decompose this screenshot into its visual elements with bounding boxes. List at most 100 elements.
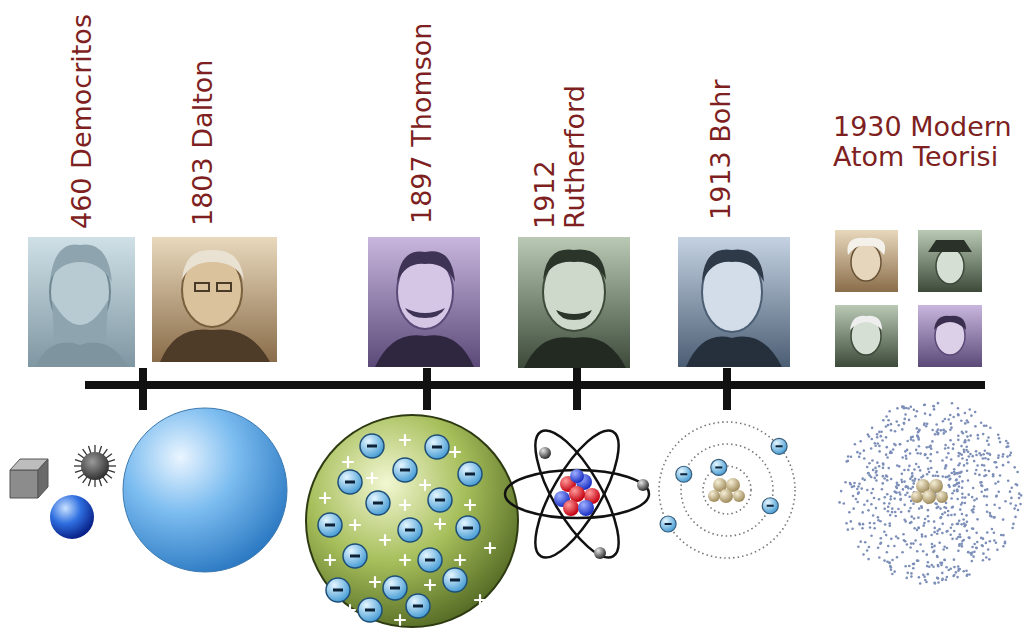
cloud-dot bbox=[973, 543, 976, 546]
minus-sign bbox=[390, 587, 400, 590]
cloud-dot bbox=[945, 578, 948, 581]
cloud-dot bbox=[894, 430, 897, 433]
cloud-dot bbox=[919, 469, 922, 472]
cloud-dot bbox=[908, 565, 911, 568]
cloud-dot bbox=[924, 454, 927, 457]
cloud-dot bbox=[856, 501, 859, 504]
cloud-dot bbox=[885, 436, 888, 439]
cloud-dot bbox=[908, 419, 911, 422]
cloud-dot bbox=[1009, 490, 1012, 493]
minus-sign bbox=[367, 445, 377, 448]
cloud-dot bbox=[925, 446, 928, 449]
cloud-dot bbox=[982, 457, 985, 460]
cloud-dot bbox=[899, 443, 902, 446]
cloud-dot bbox=[931, 429, 934, 432]
cloud-dot bbox=[996, 548, 999, 551]
electron bbox=[425, 435, 449, 459]
cloud-dot bbox=[936, 555, 939, 558]
cloud-dot bbox=[964, 441, 967, 444]
cloud-dot bbox=[955, 571, 958, 574]
cloud-dot bbox=[849, 482, 852, 485]
cloud-dot bbox=[977, 437, 980, 440]
cloud-dot bbox=[857, 546, 860, 549]
cloud-dot bbox=[867, 558, 870, 561]
cloud-dot bbox=[878, 556, 881, 559]
cloud-dot bbox=[938, 528, 941, 531]
cloud-dot bbox=[941, 459, 944, 462]
cloud-dot bbox=[878, 498, 881, 501]
cloud-dot bbox=[986, 452, 989, 455]
cloud-dot bbox=[966, 529, 969, 532]
cloud-dot bbox=[927, 468, 930, 471]
cloud-dot bbox=[961, 540, 964, 543]
modern-nucleus bbox=[911, 479, 948, 504]
cloud-dot bbox=[1002, 464, 1005, 467]
cloud-dot bbox=[861, 527, 864, 530]
cloud-dot bbox=[949, 439, 952, 442]
cloud-dot bbox=[984, 489, 987, 492]
cloud-dot bbox=[870, 447, 873, 450]
cloud-dot bbox=[914, 415, 917, 418]
cloud-dot bbox=[982, 433, 985, 436]
cloud-dot bbox=[901, 456, 904, 459]
cloud-dot bbox=[873, 477, 876, 480]
year-label: 1913 Bohr bbox=[706, 40, 736, 220]
cloud-dot bbox=[916, 410, 919, 413]
cloud-dot bbox=[927, 520, 930, 523]
electron bbox=[406, 594, 430, 618]
cloud-dot bbox=[897, 508, 900, 511]
cloud-dot bbox=[911, 475, 914, 478]
plus-sign bbox=[400, 435, 410, 445]
cloud-dot bbox=[887, 467, 890, 470]
cloud-dot bbox=[957, 407, 960, 410]
cloud-dot bbox=[923, 575, 926, 578]
cloud-dot bbox=[937, 475, 940, 478]
cloud-dot bbox=[937, 577, 940, 580]
cloud-dot bbox=[953, 513, 956, 516]
cloud-dot bbox=[918, 445, 921, 448]
cloud-dot bbox=[873, 442, 876, 445]
minus-sign bbox=[413, 605, 423, 608]
cloud-dot bbox=[960, 523, 963, 526]
line-spacer bbox=[998, 172, 1023, 202]
cloud-dot bbox=[959, 508, 962, 511]
cloud-dot bbox=[952, 416, 955, 419]
cloud-dot bbox=[948, 486, 951, 489]
cloud-dot bbox=[883, 502, 886, 505]
cloud-dot bbox=[952, 506, 955, 509]
electron bbox=[418, 548, 442, 572]
cloud-dot bbox=[951, 523, 954, 526]
cloud-dot bbox=[964, 422, 967, 425]
cloud-dot bbox=[886, 493, 889, 496]
plus-sign bbox=[367, 473, 377, 483]
cloud-dot bbox=[936, 556, 939, 559]
cloud-dot bbox=[963, 449, 966, 452]
minus-sign bbox=[435, 499, 445, 502]
cloud-dot bbox=[933, 531, 936, 534]
cloud-dot bbox=[910, 405, 913, 408]
cloud-dot bbox=[974, 411, 977, 414]
cloud-dot bbox=[958, 485, 961, 488]
cloud-dot bbox=[943, 559, 946, 562]
cloud-dot bbox=[949, 533, 952, 536]
minus-sign bbox=[365, 609, 375, 612]
cloud-dot bbox=[872, 488, 875, 491]
electron-ball bbox=[393, 458, 417, 482]
minus-sign bbox=[350, 555, 360, 558]
cloud-dot bbox=[902, 488, 905, 491]
cloud-dot bbox=[989, 514, 992, 517]
electron-ball bbox=[343, 544, 367, 568]
cloud-dot bbox=[956, 490, 959, 493]
cloud-dot bbox=[883, 496, 886, 499]
cloud-dot bbox=[894, 491, 897, 494]
cloud-dot bbox=[960, 445, 963, 448]
minus-sign bbox=[767, 505, 774, 507]
cloud-dot bbox=[933, 408, 936, 411]
cloud-dot bbox=[970, 414, 973, 417]
cloud-dot bbox=[912, 567, 915, 570]
cloud-dot bbox=[1004, 500, 1007, 503]
cloud-dot bbox=[879, 435, 882, 438]
cloud-dot bbox=[970, 560, 973, 563]
cloud-dot bbox=[943, 559, 946, 562]
